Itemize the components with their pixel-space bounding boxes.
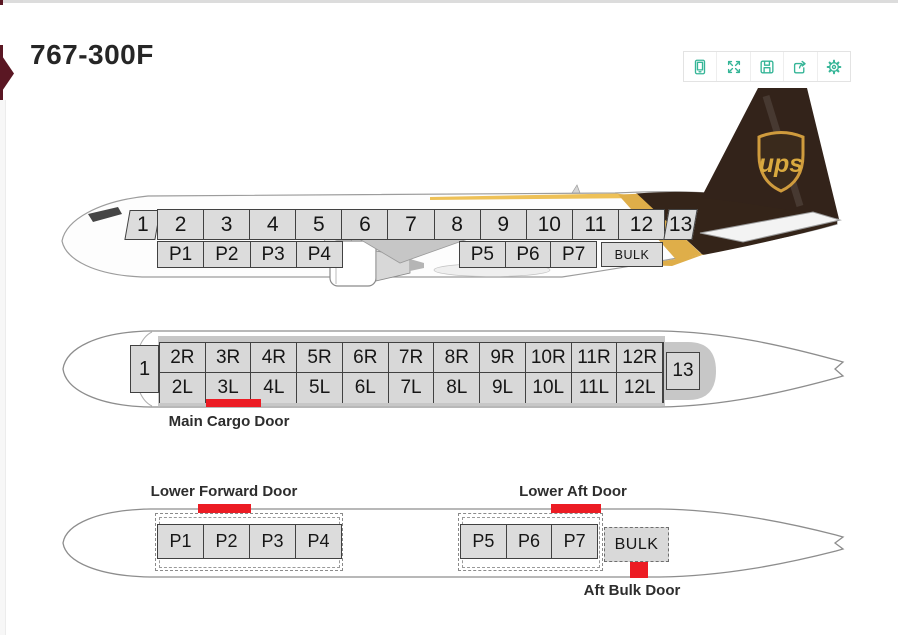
lower-pos-P1[interactable]: P1 — [158, 525, 204, 558]
pos-2R[interactable]: 2R — [160, 343, 206, 373]
side-pos-P3[interactable]: P3 — [250, 242, 297, 267]
side-pos-7[interactable]: 7 — [388, 210, 435, 239]
lower-pos-P7[interactable]: P7 — [552, 525, 598, 558]
maindeck-left-row: 2L 3L 4L 5L 6L 7L 8L 9L 10L 11L 12L — [160, 373, 664, 403]
side-pos-2[interactable]: 2 — [158, 210, 205, 239]
page-title: 767-300F — [30, 38, 154, 70]
side-pos-P5[interactable]: P5 — [460, 242, 506, 267]
side-pos-13[interactable]: 13 — [663, 209, 698, 240]
aft-bulk-door-marker — [630, 562, 648, 578]
pos-10L[interactable]: 10L — [525, 373, 572, 403]
pos-3L[interactable]: 3L — [205, 373, 252, 403]
lower-aft-door-label: Lower Aft Door — [519, 483, 627, 500]
viewer-toolbar — [683, 51, 851, 82]
side-pos-bulk[interactable]: BULK — [601, 242, 663, 267]
pos-4L[interactable]: 4L — [251, 373, 298, 403]
device-preview-icon — [695, 59, 706, 74]
pos-5R[interactable]: 5R — [297, 343, 343, 373]
pos-6L[interactable]: 6L — [342, 373, 389, 403]
side-pos-P7[interactable]: P7 — [551, 242, 597, 267]
side-pos-P1[interactable]: P1 — [158, 242, 205, 267]
export-button[interactable] — [784, 52, 818, 81]
device-preview-button[interactable] — [684, 52, 718, 81]
side-lower-aft-row: P5 P6 P7 — [459, 241, 597, 268]
pos-7L[interactable]: 7L — [388, 373, 435, 403]
lower-forward-door-marker — [198, 504, 251, 513]
maindeck-pos-13[interactable]: 13 — [666, 352, 700, 390]
side-pos-4[interactable]: 4 — [250, 210, 297, 239]
pos-8L[interactable]: 8L — [434, 373, 481, 403]
ups-logo-text: ups — [759, 150, 804, 178]
pos-5L[interactable]: 5L — [297, 373, 343, 403]
top-border — [0, 0, 898, 3]
side-main-deck-row: 2 3 4 5 6 7 8 9 10 11 12 — [157, 209, 665, 240]
fullscreen-icon — [727, 60, 740, 73]
aft-bulk-door-label: Aft Bulk Door — [583, 582, 681, 599]
pos-12R[interactable]: 12R — [617, 343, 664, 373]
pos-2L[interactable]: 2L — [160, 373, 206, 403]
pos-11R[interactable]: 11R — [571, 343, 618, 373]
side-pos-11[interactable]: 11 — [572, 210, 619, 239]
side-pos-8[interactable]: 8 — [434, 210, 481, 239]
main-cargo-door-marker — [206, 399, 261, 407]
lower-pos-bulk[interactable]: BULK — [604, 527, 669, 562]
pos-11L[interactable]: 11L — [571, 373, 618, 403]
sidebar-toggle-arrow[interactable] — [0, 57, 14, 90]
export-icon — [794, 60, 807, 74]
side-pos-9[interactable]: 9 — [480, 210, 527, 239]
pos-8R[interactable]: 8R — [434, 343, 481, 373]
side-lower-forward-row: P1 P2 P3 P4 — [157, 241, 343, 268]
pos-4R[interactable]: 4R — [251, 343, 298, 373]
side-pos-1[interactable]: 1 — [124, 210, 161, 240]
pos-3R[interactable]: 3R — [205, 343, 252, 373]
lower-aft-door-marker — [551, 504, 601, 513]
side-pos-1-label: 1 — [136, 213, 149, 236]
side-pos-13-label: 13 — [668, 212, 693, 236]
pos-9L[interactable]: 9L — [480, 373, 526, 403]
save-button[interactable] — [750, 52, 785, 81]
side-pos-P4[interactable]: P4 — [296, 242, 342, 267]
side-pos-P6[interactable]: P6 — [505, 242, 552, 267]
pos-9R[interactable]: 9R — [480, 343, 526, 373]
settings-icon — [826, 59, 842, 74]
lower-pos-P4[interactable]: P4 — [296, 525, 341, 558]
pos-12L[interactable]: 12L — [617, 373, 664, 403]
lower-forward-door-label: Lower Forward Door — [150, 483, 298, 500]
lower-pos-P2[interactable]: P2 — [204, 525, 250, 558]
side-pos-5[interactable]: 5 — [296, 210, 343, 239]
pos-7R[interactable]: 7R — [388, 343, 435, 373]
maindeck-grid: 2R 3R 4R 5R 6R 7R 8R 9R 10R 11R 12R 2L 3… — [159, 342, 664, 403]
side-pos-P2[interactable]: P2 — [204, 242, 251, 267]
save-icon — [760, 59, 774, 74]
lower-pos-P6[interactable]: P6 — [506, 525, 553, 558]
lower-pos-P3[interactable]: P3 — [250, 525, 296, 558]
side-pos-10[interactable]: 10 — [526, 210, 573, 239]
side-pos-3[interactable]: 3 — [204, 210, 251, 239]
maindeck-right-row: 2R 3R 4R 5R 6R 7R 8R 9R 10R 11R 12R — [160, 343, 664, 373]
lower-pos-P5[interactable]: P5 — [461, 525, 507, 558]
main-cargo-door-label: Main Cargo Door — [168, 413, 290, 430]
side-pos-12[interactable]: 12 — [618, 210, 665, 239]
lowerdeck-aft-row: P5 P6 P7 — [460, 524, 598, 559]
pos-10R[interactable]: 10R — [525, 343, 572, 373]
fullscreen-button[interactable] — [717, 52, 751, 81]
pos-6R[interactable]: 6R — [342, 343, 389, 373]
side-pos-6[interactable]: 6 — [342, 210, 389, 239]
lowerdeck-forward-row: P1 P2 P3 P4 — [157, 524, 342, 559]
ups-tail-logo: ups — [757, 131, 805, 193]
left-panel-edge — [0, 100, 6, 635]
settings-button[interactable] — [817, 52, 850, 81]
maindeck-pos-1[interactable]: 1 — [130, 345, 159, 393]
accent-corner — [0, 0, 3, 5]
